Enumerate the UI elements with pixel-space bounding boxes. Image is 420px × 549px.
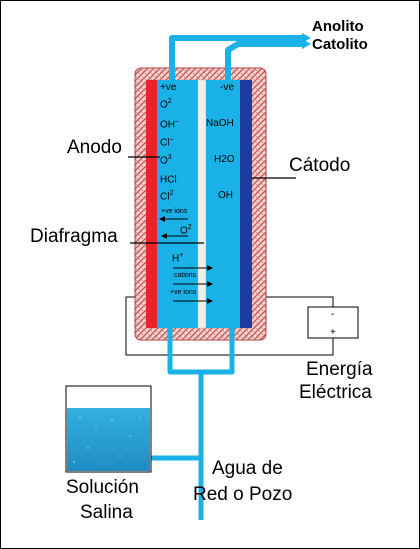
anode-species-hcl: HCl bbox=[160, 174, 177, 186]
solucion-label-line2: Salina bbox=[80, 502, 133, 523]
diafragma-label: Diafragma bbox=[30, 226, 118, 247]
anode-species-o3: O3 bbox=[160, 154, 172, 167]
catolito-label: Catolito bbox=[312, 36, 368, 53]
cathode-species-h2o: H2O bbox=[214, 154, 235, 165]
power-plus-label: + bbox=[330, 327, 336, 338]
anode-species-cl: Cl– bbox=[160, 136, 174, 149]
catolito-arrow-icon bbox=[302, 39, 311, 49]
center-cations-label: cations bbox=[174, 272, 197, 279]
anodo-label: Anodo bbox=[67, 137, 122, 158]
cathode-species-oh: OH bbox=[218, 190, 233, 201]
anode-species-oh: OH– bbox=[160, 118, 179, 131]
cathode-species-naoh: NaOH bbox=[206, 118, 234, 129]
saline-texture bbox=[72, 416, 141, 465]
cathode-electrode bbox=[240, 80, 252, 328]
center-h-label: H+ bbox=[172, 252, 184, 265]
diaphragm bbox=[197, 79, 207, 329]
solucion-label-line1: Solución bbox=[66, 477, 139, 498]
anode-species-o2: O2 bbox=[160, 98, 172, 111]
catodo-label: Cátodo bbox=[289, 155, 351, 176]
ion-arrows bbox=[159, 216, 213, 304]
anode-ions-label: +ve ions bbox=[161, 208, 188, 215]
anolito-label: Anolito bbox=[312, 18, 364, 35]
anode-species-cl2: Cl2 bbox=[160, 190, 174, 203]
leader-lines bbox=[128, 156, 296, 244]
outlet-pipes bbox=[169, 35, 304, 80]
electric-circuit bbox=[125, 296, 359, 356]
anode-pole-label: +ve bbox=[160, 82, 177, 93]
agua-label-line1: Agua de bbox=[212, 458, 283, 479]
inlet-pipes bbox=[150, 328, 235, 520]
cathode-pole-label: -ve bbox=[220, 82, 234, 93]
anode-o2-label: O2 bbox=[180, 224, 192, 237]
center-ions-label: +ve ions bbox=[170, 289, 197, 296]
power-minus-label: - bbox=[331, 309, 335, 320]
energia-label-line2: Eléctrica bbox=[299, 382, 372, 403]
agua-label-line2: Red o Pozo bbox=[193, 484, 293, 505]
anode-electrode bbox=[146, 80, 157, 328]
energia-label-line1: Energía bbox=[306, 359, 373, 380]
